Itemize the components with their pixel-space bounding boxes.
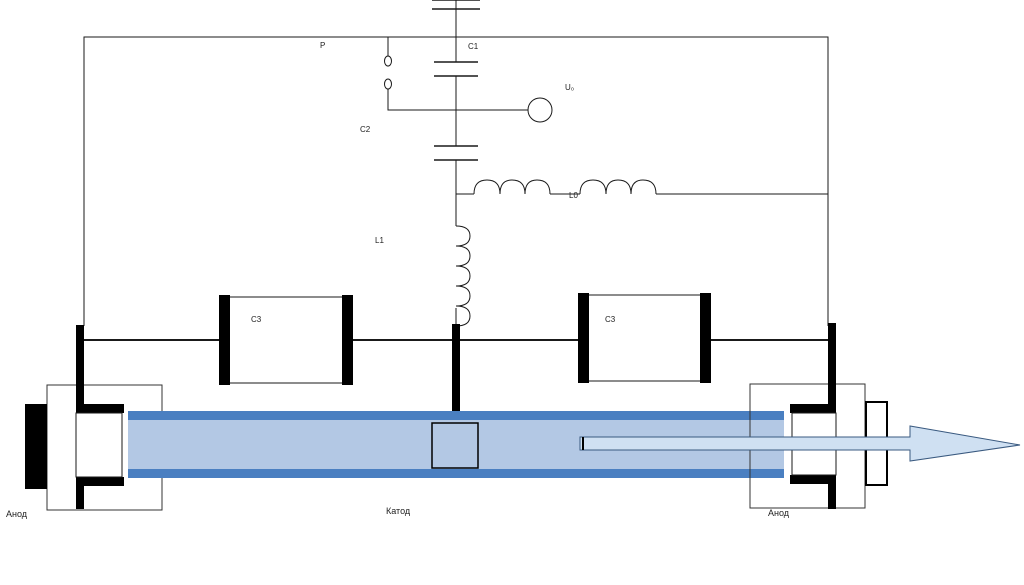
label-c1: C1 bbox=[468, 42, 479, 51]
left-anode-assembly bbox=[25, 325, 163, 511]
spark-gap-p bbox=[384, 55, 392, 90]
inductor-l0-coil-left bbox=[473, 179, 551, 195]
label-anode-right: Анод bbox=[768, 508, 790, 518]
label-c2: C2 bbox=[360, 125, 371, 134]
inductor-l1-coil bbox=[455, 225, 471, 327]
cathode-feed-post bbox=[452, 324, 460, 424]
label-anode-left: Анод bbox=[6, 509, 28, 519]
label-l1: L1 bbox=[375, 236, 384, 245]
voltage-source-u0 bbox=[527, 97, 553, 123]
label-cathode: Катод bbox=[386, 506, 411, 516]
capacitor-c3-right bbox=[578, 293, 711, 383]
capacitor-c3-left bbox=[219, 295, 353, 385]
label-c3-left: C3 bbox=[251, 315, 262, 324]
top-wiring bbox=[83, 0, 829, 326]
inductor-l0-coil-right bbox=[579, 179, 657, 195]
top-capacitor-stub bbox=[432, 0, 480, 10]
spark-gap-bottom-wire bbox=[387, 88, 528, 111]
output-beam-arrow bbox=[579, 425, 1021, 462]
label-u0: U₀ bbox=[565, 83, 574, 92]
label-p: P bbox=[320, 41, 325, 50]
capacitor-c2 bbox=[434, 145, 478, 161]
capacitor-c1 bbox=[434, 61, 478, 77]
label-l0: L0 bbox=[569, 191, 578, 200]
label-c3-right: C3 bbox=[605, 315, 616, 324]
